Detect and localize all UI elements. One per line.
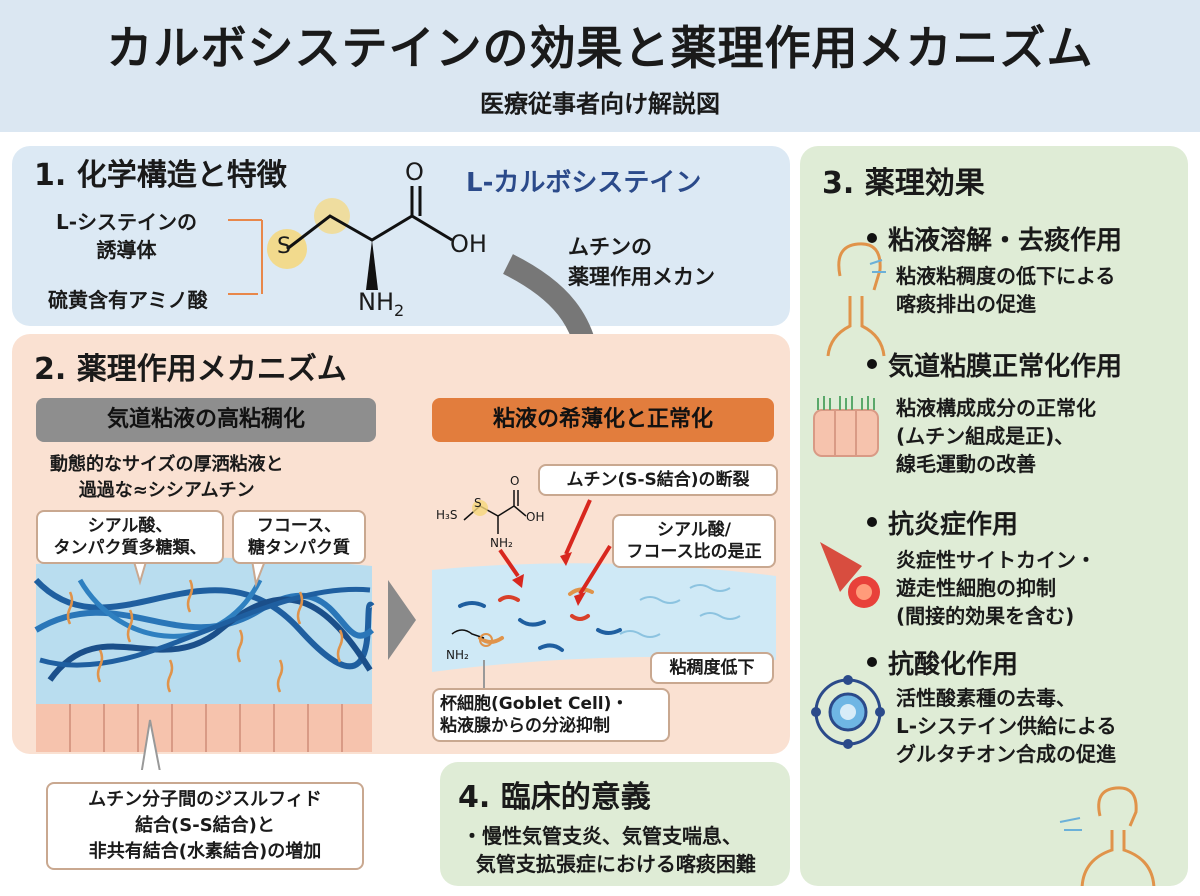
effect-title: 抗酸化作用 [888, 650, 1019, 680]
transition-arrow [388, 580, 416, 660]
clinical-body: ・慢性気管支炎、気管支喘息、 気管支拡張症における喀痰困難 [462, 824, 756, 876]
note-connector [228, 219, 263, 295]
mucin-strand [77, 578, 263, 639]
section4-heading: 4. 臨床的意義 [458, 780, 651, 815]
cell-borders-left [69, 704, 343, 752]
red-arrows [498, 499, 612, 596]
throat-airway-icon [826, 242, 886, 357]
bullet [867, 359, 877, 369]
left-description: 動態的なサイズの厚洒粘液と 過過な≈シシアムチン [50, 454, 284, 501]
atom-oh: OH [450, 230, 487, 258]
effect-body: 粘液粘稠度の低下による 喀痰排出の促進 [896, 264, 1116, 316]
inflammation-icon [820, 542, 880, 608]
carbonyl-bond [410, 186, 422, 216]
flow-arrow-shaft [503, 254, 596, 340]
epithelium-left [36, 704, 372, 752]
effect-title: 抗炎症作用 [888, 510, 1019, 540]
effect-body: 炎症性サイトカイン・ 遊走性細胞の抑制 (間接的効果を含む) [896, 548, 1096, 628]
carbocysteine-structure [228, 186, 596, 340]
red-arrowhead [512, 574, 524, 588]
red-arrowhead [560, 552, 572, 566]
bullet [867, 657, 877, 667]
label-disulfide: ムチン分子間のジスルフィド 結合(S-S結合)と 非共有結合(水素結合)の増加 [46, 782, 364, 870]
mini-fragment-ring [479, 633, 493, 647]
ciliated-cells-icon [813, 396, 879, 457]
page-subtitle: 医療従事者向け解説図 [480, 90, 720, 118]
section-chemical-structure [12, 146, 790, 326]
mini-o: O [510, 474, 520, 488]
section3-heading: 3. 薬理効果 [822, 166, 985, 201]
mini-oh: OH [526, 510, 545, 524]
label-ratio: シアル酸/ フコース比の是正 [612, 514, 776, 568]
atom-nh2: NH2 [358, 288, 404, 320]
section-clinical [440, 762, 790, 886]
note-sulfur: 硫黄含有アミノ酸 [48, 288, 208, 312]
mucin-strand [39, 586, 371, 668]
right-bar-thin-mucus: 粘液の希薄化と正常化 [432, 398, 774, 442]
effect-body: 活性酸素種の去毒、 L-システイン供給による グルタチオン合成の促進 [896, 686, 1117, 766]
note-derivative: L-システインの 誘導体 [56, 210, 198, 262]
left-bar-thick-mucus: 気道粘液の高粘稠化 [36, 398, 376, 442]
bullet [867, 233, 877, 243]
mini-sulfur-highlight [472, 500, 488, 516]
bullet [867, 517, 877, 527]
mini-nh2: NH₂ [490, 536, 513, 550]
callout-pointer [140, 719, 161, 770]
right-mucus-layer [432, 563, 776, 672]
effect-title: 気道粘膜正常化作用 [888, 352, 1123, 382]
atom-s: S [277, 234, 291, 259]
compound-name: L-カルボシステイン [466, 168, 702, 198]
atom-o: O [405, 158, 424, 186]
crosslinks [66, 579, 344, 693]
section1-heading: 1. 化学構造と特徴 [34, 158, 287, 193]
mini-h3s: H₃S [436, 508, 458, 522]
arrow-label: ムチンの 薬理作用メカン [568, 235, 715, 289]
atom-nh2-subscript: 2 [394, 300, 405, 320]
label-fucose: フコース、 糖タンパク質 [232, 510, 366, 564]
effects-icons [811, 233, 1156, 886]
label-viscosity: 粘稠度低下 [650, 652, 774, 684]
thin-waves [619, 584, 741, 638]
mucin-strand [33, 577, 375, 670]
effect-title: 粘液溶解・去痰作用 [888, 226, 1123, 256]
mini-nh2-fragment: NH₂ [446, 648, 469, 662]
lungs-icon [1080, 786, 1156, 886]
atom-nh: NH [358, 288, 394, 316]
mucin-strand [47, 596, 373, 682]
header-banner [0, 0, 1200, 132]
page-title: カルボシステインの効果と薬理作用メカニズム [106, 21, 1094, 75]
antioxidant-icon [811, 675, 885, 749]
backbone-bonds [286, 214, 453, 251]
cough-lines [869, 259, 886, 273]
mini-structure-bonds [463, 490, 527, 534]
section2-heading: 2. 薬理作用メカニズム [34, 352, 347, 387]
wedge-bond [366, 240, 378, 290]
section-effects [800, 146, 1188, 886]
label-cleave: ムチン(S-S結合)の断裂 [538, 464, 778, 496]
label-goblet: 杯細胞(Goblet Cell)・ 粘液腺からの分泌抑制 [432, 688, 670, 742]
label-sialic: シアル酸、 タンパク質多糖類、 [36, 510, 224, 564]
red-arrowhead [574, 592, 586, 606]
mini-s: S [474, 496, 482, 510]
lungs-breath-lines [1059, 817, 1082, 831]
effect-body: 粘液構成成分の正常化 (ムチン組成是正)、 線毛運動の改善 [896, 396, 1096, 476]
mini-fragment [451, 629, 485, 639]
